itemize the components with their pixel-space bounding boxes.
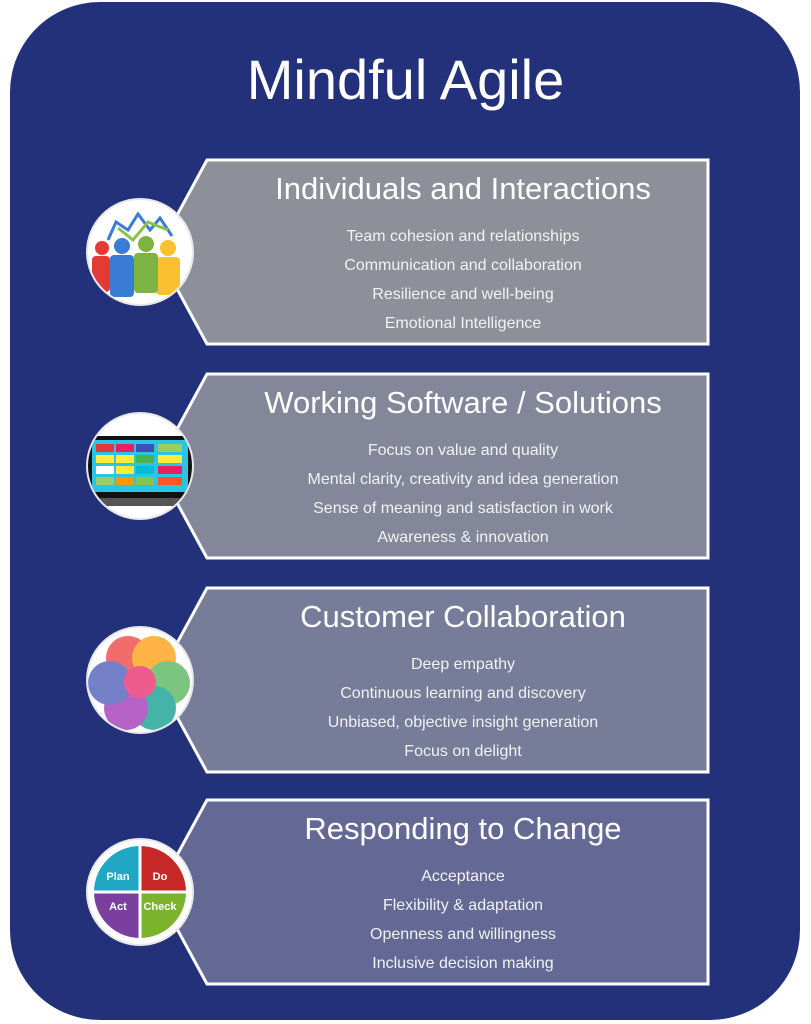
- card-item: Focus on delight: [404, 743, 522, 760]
- card-item: Communication and collaboration: [344, 257, 582, 274]
- card-item: Resilience and well-being: [372, 286, 554, 303]
- card-item: Focus on value and quality: [367, 442, 559, 459]
- card-item: Openness and willingness: [370, 926, 556, 943]
- card-item: Acceptance: [421, 868, 505, 885]
- pdca-plan-label: Plan: [106, 871, 130, 883]
- card-item: Deep empathy: [410, 656, 516, 673]
- card-heading: Customer Collaboration: [300, 599, 626, 634]
- card-item: Continuous learning and discovery: [340, 685, 586, 702]
- software-screen-icon: [88, 414, 192, 518]
- card-item: Flexibility & adaptation: [382, 897, 544, 914]
- card-item: Team cohesion and relationships: [346, 228, 580, 245]
- pdca-do-label: Do: [153, 871, 168, 883]
- colorful-hands-icon: [88, 628, 192, 732]
- card-item: Inclusive decision making: [372, 955, 554, 972]
- card-heading: Working Software / Solutions: [264, 385, 662, 420]
- people-interaction-icon: [88, 200, 192, 304]
- card-heading: Responding to Change: [304, 811, 622, 846]
- card-item: Emotional Intelligence: [384, 315, 542, 332]
- pdca-cycle-icon: Plan Do Act Check: [88, 840, 192, 944]
- card-item: Sense of meaning and satisfaction in wor…: [313, 500, 613, 517]
- pdca-act-label: Act: [109, 901, 127, 913]
- card-item: Unbiased, objective insight generation: [327, 714, 599, 731]
- page-title: Mindful Agile: [246, 48, 565, 111]
- pdca-check-label: Check: [143, 901, 177, 913]
- card-item: Awareness & innovation: [377, 529, 549, 546]
- card-item: Mental clarity, creativity and idea gene…: [307, 471, 619, 488]
- card-heading: Individuals and Interactions: [275, 171, 651, 206]
